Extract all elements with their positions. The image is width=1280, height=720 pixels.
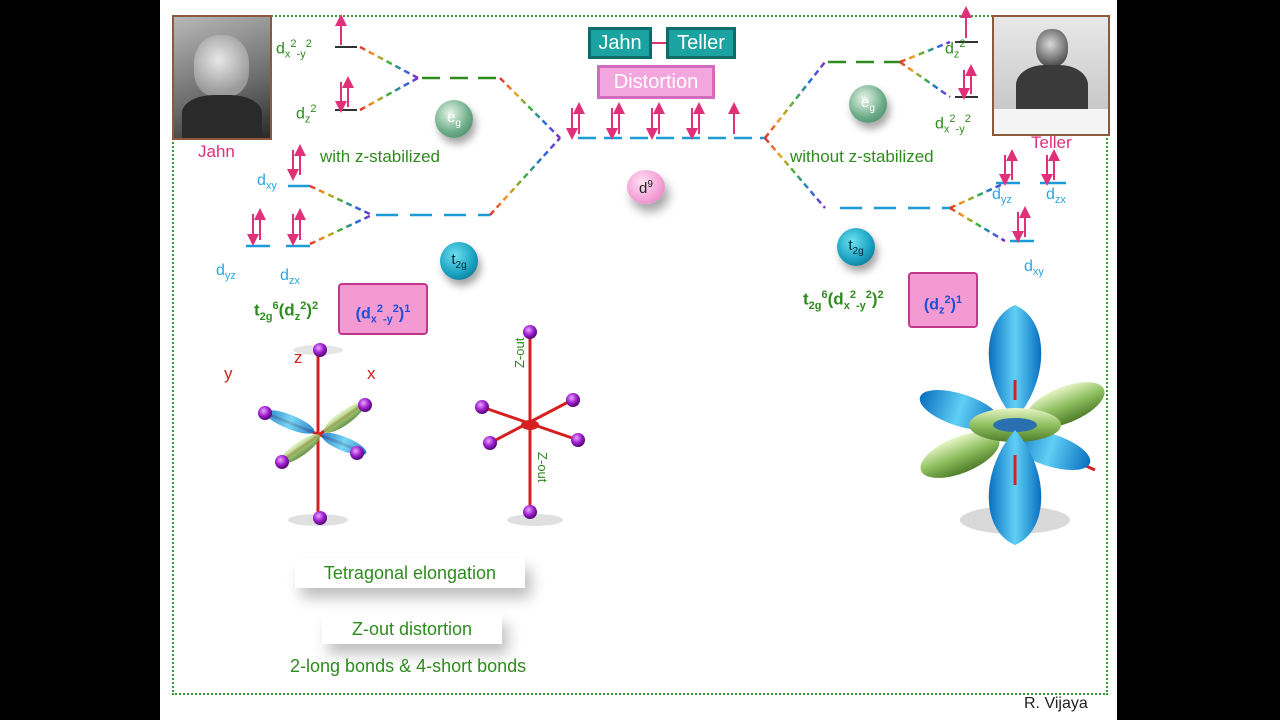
- left-energy-levels: [246, 45, 765, 248]
- left-t2g-ball: t2g: [440, 242, 478, 280]
- axis-z-label: z: [294, 348, 303, 367]
- zout-bottom-label: Z-out: [535, 452, 550, 483]
- right-dyz-label: dyz: [992, 186, 1012, 207]
- right-dxy-label: dxy: [1024, 258, 1044, 279]
- jahn-photo: [172, 15, 272, 140]
- right-eg-ball: eg: [849, 85, 887, 123]
- right-configuration: t2g6(dx2-y2)2: [803, 289, 884, 313]
- left-heading: with z-stabilized: [320, 147, 440, 166]
- left-eg-ball: eg: [435, 100, 473, 138]
- axis-x-label: x: [367, 364, 376, 383]
- dz2-orbital-3d: [919, 305, 1105, 545]
- d9-ball: d9: [627, 170, 665, 204]
- connector-line: [652, 42, 666, 44]
- right-dz2-label: dz2: [945, 38, 966, 61]
- tetragonal-elongation-tag: Tetragonal elongation: [295, 558, 525, 588]
- left-dzx-label: dzx: [280, 267, 300, 288]
- author-credit: R. Vijaya: [1024, 695, 1088, 712]
- electron-arrows: [247, 6, 1060, 246]
- jahn-caption: Jahn: [198, 142, 235, 161]
- left-dz2-label: dz2: [296, 103, 317, 126]
- zout-top-label: Z-out: [512, 337, 527, 368]
- jahn-box: Jahn: [588, 27, 652, 59]
- teller-box: Teller: [666, 27, 736, 59]
- dotted-frame: [172, 15, 1108, 695]
- bond-note: 2-long bonds & 4-short bonds: [290, 656, 527, 676]
- teller-caption: Teller: [1031, 133, 1072, 152]
- octahedron-elongated-2: [475, 325, 585, 526]
- right-t2g-ball: t2g: [837, 228, 875, 266]
- axis-y-label: y: [224, 364, 233, 383]
- left-dyz-label: dyz: [216, 262, 236, 283]
- teller-photo: [992, 15, 1110, 136]
- right-heading: without z-stabilized: [790, 147, 934, 166]
- left-configuration: t2g6(dz2)2: [254, 300, 319, 324]
- left-dxy-label: dxy: [257, 172, 277, 193]
- energy-diagram-lines: [246, 6, 1105, 545]
- right-dx2y2-label: dx2-y2: [935, 113, 971, 136]
- left-dx2y2-label: dx2-y2: [276, 38, 312, 61]
- slide: Jahn Teller Jahn Teller Distortion dx2-y…: [160, 0, 1117, 720]
- z-out-distortion-tag: Z-out distortion: [322, 614, 502, 644]
- right-config-scroll: (dz2)1: [908, 272, 978, 328]
- left-config-scroll: (dx2-y2)1: [338, 283, 428, 335]
- octahedron-elongated-1: [258, 343, 372, 526]
- distortion-box: Distortion: [597, 65, 715, 99]
- right-dzx-label: dzx: [1046, 186, 1066, 207]
